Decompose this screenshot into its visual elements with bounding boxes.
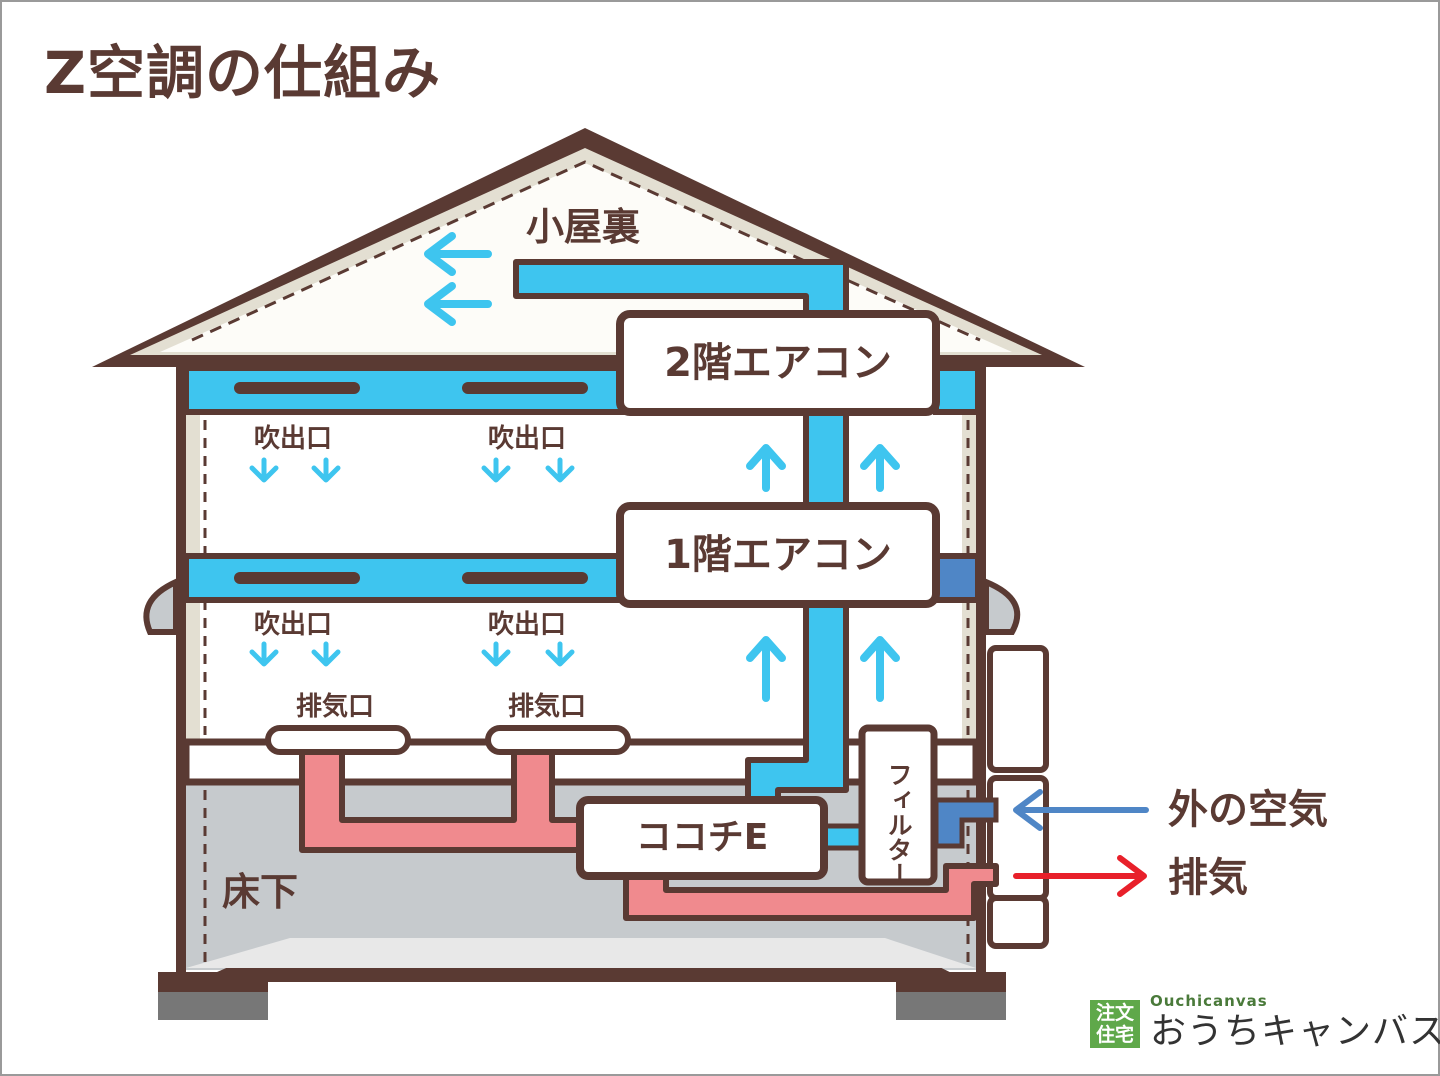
exhaust-port-label: 排気口 [296, 692, 375, 722]
outlet-label: 吹出口 [254, 610, 333, 640]
exhaust-ducts [265, 725, 999, 921]
outlet-label: 吹出口 [488, 610, 567, 640]
outside-air-arrow [1013, 789, 1149, 831]
under-floor-label: 床下 [222, 870, 299, 914]
outside-air-label: 外の空気 [1168, 787, 1328, 833]
lower-ac-label: 1階エアコン [664, 532, 892, 578]
attic-airflow-arrows [424, 232, 492, 326]
logo-badge: 注文 住宅 [1090, 1000, 1140, 1048]
outlet-label: 吹出口 [254, 424, 333, 454]
logo-latin: Ouchicanvas [1150, 992, 1268, 1010]
logo-name: おうちキャンバス [1150, 1011, 1440, 1052]
outlet-airflow-arrows [249, 457, 575, 667]
outlet-label: 吹出口 [488, 424, 567, 454]
logo-badge-line2: 住宅 [1095, 1024, 1134, 1046]
attic-label: 小屋裏 [526, 205, 641, 249]
exhaust-label: 排気 [1168, 855, 1248, 901]
logo-badge-line1: 注文 [1095, 1002, 1134, 1024]
exhaust-arrow [1013, 855, 1147, 897]
upper-ac-label: 2階エアコン [664, 340, 892, 386]
exhaust-port-label: 排気口 [508, 692, 587, 722]
return-airflow-arrows [746, 444, 900, 702]
filter-label: フィルター [884, 762, 913, 887]
diagram-title: Z空調の仕組み [44, 39, 442, 107]
ventilation-unit-label: ココチE [635, 817, 769, 858]
equipment-boxes [576, 310, 940, 886]
